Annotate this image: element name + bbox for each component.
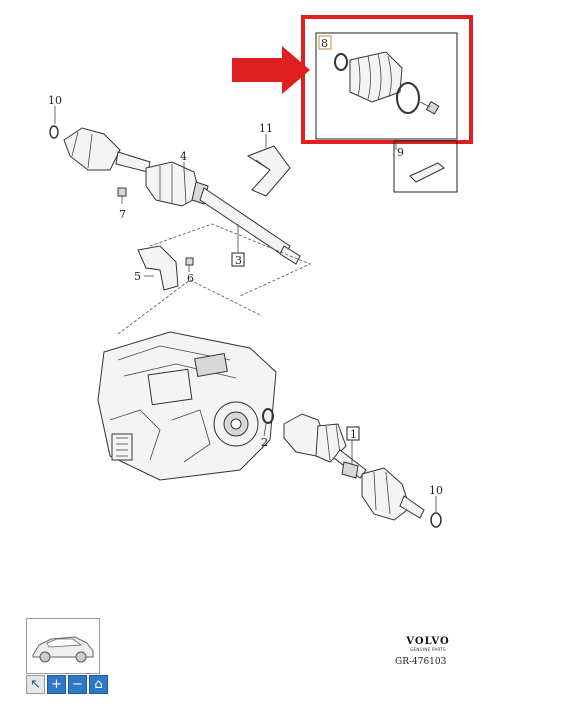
zoom-in-button[interactable]: + (47, 675, 66, 694)
item-9-group[interactable]: 9 (393, 139, 458, 193)
viewer-toolbar: ↖ + − ⌂ (26, 675, 108, 695)
home-button[interactable]: ⌂ (89, 675, 108, 694)
seal-2 (262, 408, 274, 424)
brand-subtitle: GENUINE PARTS (410, 647, 446, 652)
car-icon (32, 636, 94, 663)
item-9-box (393, 140, 458, 193)
dashed-guide-lower (117, 279, 263, 335)
callout-4: 4 (180, 150, 187, 163)
grease-sachet (409, 162, 445, 183)
callout-5: 5 (134, 270, 141, 283)
brand-logo: VOLVO GENUINE PARTS (398, 636, 458, 652)
washer-upper (49, 125, 59, 139)
boot-kit-group[interactable]: 8 (301, 15, 473, 144)
callout-8-box (318, 35, 332, 50)
callout-6: 6 (187, 272, 194, 285)
callout-3: 3 (235, 254, 242, 267)
callout-9: 9 (397, 146, 404, 159)
diagram-reference: GR-476103 (395, 657, 447, 667)
lower-drive-shaft (283, 413, 425, 521)
callout-2: 2 (261, 436, 268, 449)
bracket-5 (137, 245, 179, 291)
callout-7: 7 (119, 208, 126, 221)
callout-1: 1 (350, 428, 357, 441)
highlight-arrow (232, 46, 310, 94)
minus-icon: − (72, 677, 83, 692)
large-clamp-ring (396, 82, 420, 114)
callout-1-box (346, 426, 360, 441)
cursor-icon: ↖ (30, 677, 41, 692)
callout-3-box (231, 252, 245, 267)
callout-10-lower: 10 (429, 484, 443, 497)
dashed-guide-upper (149, 223, 312, 297)
plus-icon: + (51, 677, 62, 692)
brand-name: VOLVO (406, 636, 450, 647)
small-clamp-ring (334, 53, 348, 71)
transmission (97, 331, 277, 481)
bracket-11 (246, 145, 291, 197)
home-icon: ⌂ (94, 677, 103, 692)
callout-8: 8 (321, 37, 328, 50)
pointer-tool-button[interactable]: ↖ (26, 675, 45, 694)
callout-11: 11 (259, 122, 273, 135)
boot-bolt (419, 100, 440, 115)
cv-boot (349, 51, 403, 103)
vehicle-thumbnail[interactable] (26, 618, 100, 674)
bolt-7 (117, 187, 127, 204)
kit-box (315, 32, 458, 140)
zoom-out-button[interactable]: − (68, 675, 87, 694)
washer-lower (430, 512, 442, 528)
highlight-frame (301, 15, 473, 144)
bolt-6 (185, 257, 194, 272)
callout-10-upper: 10 (48, 94, 62, 107)
upper-drive-shaft (63, 127, 301, 265)
